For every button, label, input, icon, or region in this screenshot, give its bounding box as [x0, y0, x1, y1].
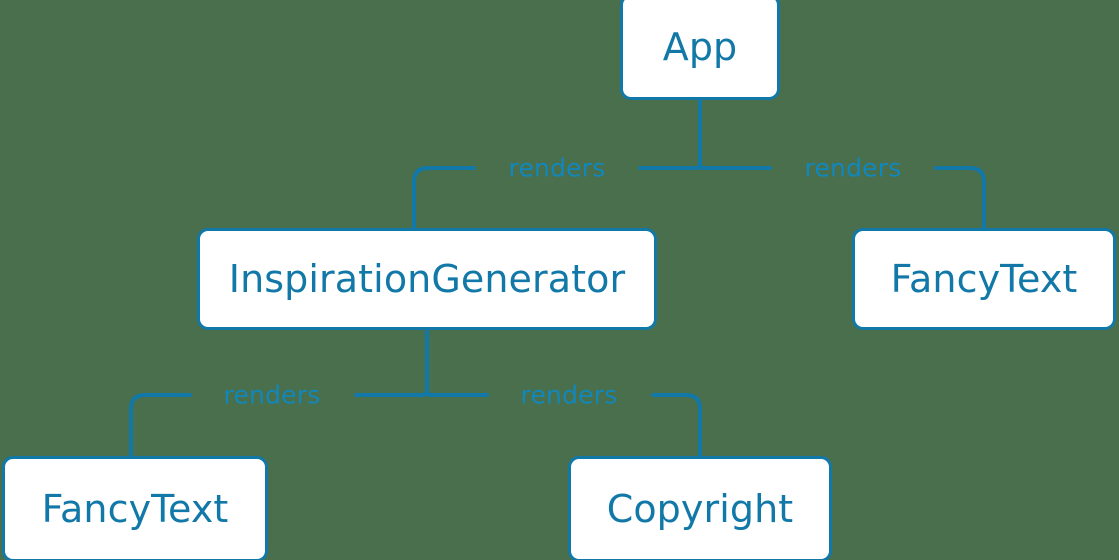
edge-app-trunk: [698, 98, 706, 170]
node-inspiration-generator-label: InspirationGenerator: [228, 257, 626, 301]
edge-label-inspirationgenerator-to-fancytext: renders: [223, 380, 321, 410]
edge-inspirationgenerator-to-fancytext-seg-left: [129, 393, 192, 458]
node-fancytext-bottom[interactable]: FancyText: [2, 456, 268, 560]
edge-app-to-inspirationgenerator-seg-left: [412, 166, 476, 230]
edge-label-app-to-inspirationgenerator: renders: [508, 153, 606, 183]
edge-label-inspirationgenerator-to-copyright: renders: [520, 380, 618, 410]
node-fancytext-right-label: FancyText: [890, 257, 1078, 301]
edge-inspirationgenerator-trunk: [425, 328, 433, 397]
node-copyright[interactable]: Copyright: [568, 456, 832, 560]
edge-inspirationgenerator-to-copyright-seg-right: [651, 393, 702, 458]
node-app[interactable]: App: [620, 0, 780, 100]
node-inspiration-generator[interactable]: InspirationGenerator: [197, 228, 657, 330]
edge-label-app-to-fancytext: renders: [804, 153, 902, 183]
node-fancytext-right[interactable]: FancyText: [852, 228, 1116, 330]
edge-app-to-fancytext-seg-right: [934, 166, 986, 230]
node-copyright-label: Copyright: [606, 487, 794, 531]
node-fancytext-bottom-label: FancyText: [41, 487, 229, 531]
node-app-label: App: [662, 25, 738, 69]
